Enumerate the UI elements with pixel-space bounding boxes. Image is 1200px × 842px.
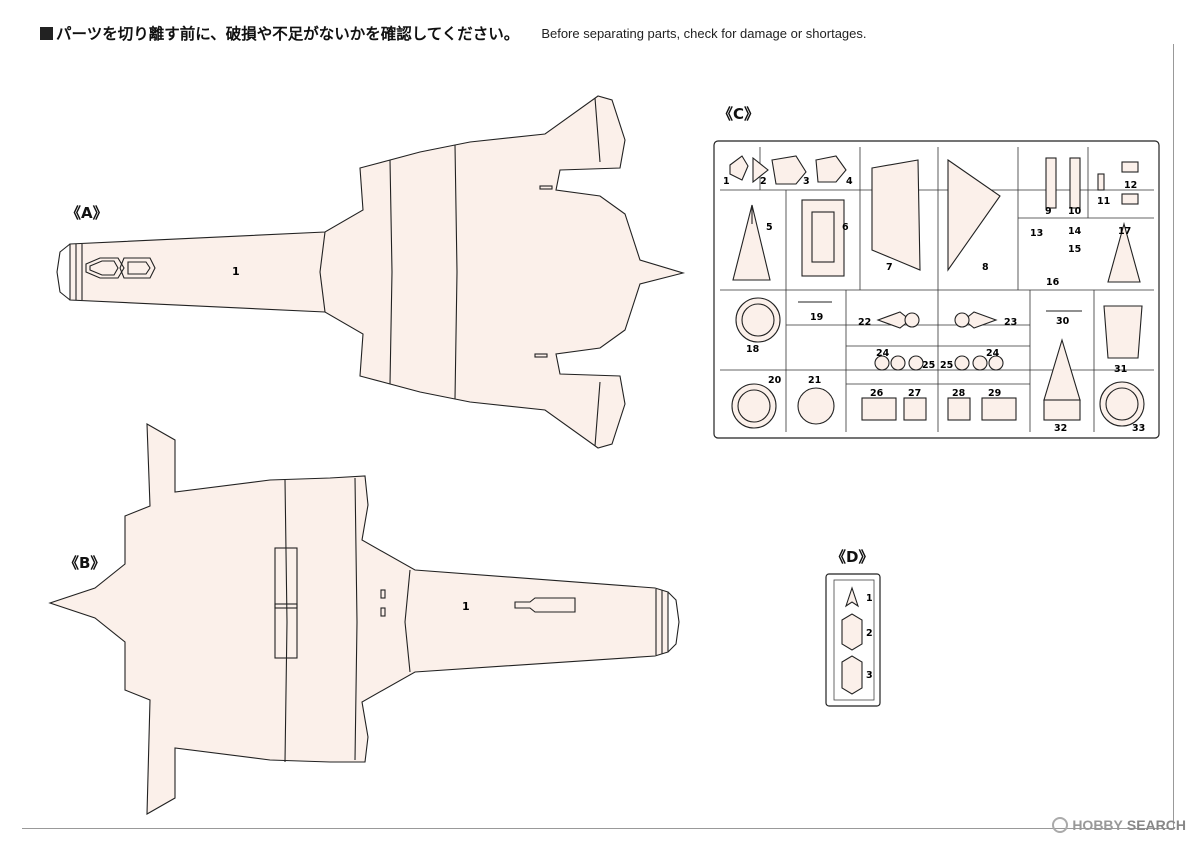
section-label-c: 《C》 xyxy=(718,105,760,123)
sprue-c-label-24a: 24 xyxy=(876,348,890,359)
sprue-c-label-26: 26 xyxy=(870,388,884,399)
header-japanese: パーツを切り離す前に、破損や不足がないかを確認してください。 xyxy=(56,25,520,43)
header: パーツを切り離す前に、破損や不足がないかを確認してください。 Before se… xyxy=(40,20,867,46)
section-label-a: 《A》 xyxy=(66,204,108,222)
watermark-brand: HOBBY xyxy=(1072,817,1123,833)
sprue-c-label-16: 16 xyxy=(1046,277,1060,288)
sprue-b: 1 xyxy=(48,423,680,815)
sprue-c-label-24b: 24 xyxy=(986,348,1000,359)
sprue-c-label-25b: 25 xyxy=(940,360,953,371)
sprue-c-label-3: 3 xyxy=(803,176,810,187)
sprue-a: 1 xyxy=(56,95,686,449)
sprue-c-label-8: 8 xyxy=(982,262,989,273)
sprue-c-label-23: 23 xyxy=(1004,317,1017,328)
sprue-c-label-1: 1 xyxy=(723,176,730,187)
sprue-c-label-6: 6 xyxy=(842,222,849,233)
sprue-d: 1 2 3 xyxy=(825,573,881,707)
sprue-c-label-12: 12 xyxy=(1124,180,1137,191)
sprue-c-label-19: 19 xyxy=(810,312,823,323)
sprue-c-label-17: 17 xyxy=(1118,226,1131,237)
sprue-c: 1 2 3 4 5 6 7 8 9 10 11 12 13 14 15 16 1… xyxy=(713,140,1160,439)
sprue-b-part-1 xyxy=(48,423,669,815)
section-label-d: 《D》 xyxy=(831,548,874,566)
sprue-c-label-33: 33 xyxy=(1132,423,1145,434)
sprue-d-label-1: 1 xyxy=(866,593,873,604)
sprue-c-label-2: 2 xyxy=(760,176,767,187)
sprue-c-label-10: 10 xyxy=(1068,206,1082,217)
sprue-d-label-2: 2 xyxy=(866,628,873,639)
sprue-c-label-14: 14 xyxy=(1068,226,1082,237)
sprue-c-label-29: 29 xyxy=(988,388,1001,399)
sprue-c-label-4: 4 xyxy=(846,176,853,187)
sprue-c-label-27: 27 xyxy=(908,388,921,399)
sprue-c-label-11: 11 xyxy=(1097,196,1110,207)
sprue-c-label-28: 28 xyxy=(952,388,966,399)
watermark-brand-2: SEARCH xyxy=(1126,817,1186,833)
sprue-c-label-22: 22 xyxy=(858,317,871,328)
watermark-logo-icon xyxy=(1052,817,1069,833)
sprue-c-label-32: 32 xyxy=(1054,423,1067,434)
sprue-b-label-1: 1 xyxy=(462,600,470,613)
watermark: HOBBY SEARCH xyxy=(1052,817,1186,833)
header-english: Before separating parts, check for damag… xyxy=(541,25,867,41)
sprue-c-label-9: 9 xyxy=(1045,206,1052,217)
section-label-b: 《B》 xyxy=(64,554,106,572)
sprue-d-label-3: 3 xyxy=(866,670,873,681)
sprue-c-label-21: 21 xyxy=(808,375,821,386)
sprue-a-part-1 xyxy=(69,95,686,449)
sprue-c-label-25a: 25 xyxy=(922,360,935,371)
sprue-c-label-7: 7 xyxy=(886,262,893,273)
sprue-c-label-13: 13 xyxy=(1030,228,1043,239)
sprue-c-label-31: 31 xyxy=(1114,364,1127,375)
content-frame xyxy=(22,44,1174,829)
sprue-c-label-5: 5 xyxy=(766,222,773,233)
sprue-c-label-30: 30 xyxy=(1056,316,1070,327)
sprue-c-label-20: 20 xyxy=(768,375,782,386)
sprue-a-label-1: 1 xyxy=(232,265,240,278)
bullet-square-icon xyxy=(40,26,53,40)
sprue-c-label-15: 15 xyxy=(1068,244,1081,255)
sprue-c-label-18: 18 xyxy=(746,344,760,355)
